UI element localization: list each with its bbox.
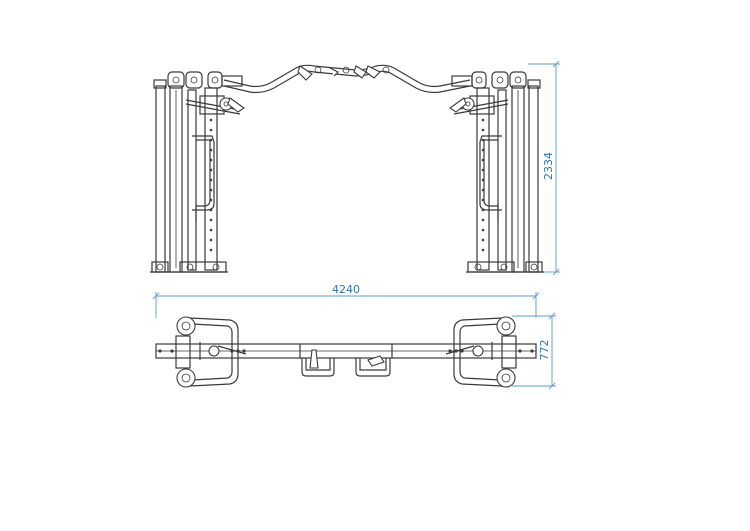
right-outer-rail <box>528 85 539 273</box>
width-dimension: 4240 <box>152 283 540 318</box>
plan-right-handle <box>355 358 391 377</box>
height-dimension: 2334 <box>528 60 560 276</box>
right-main-upright <box>476 87 490 271</box>
width-dimension-label: 4240 <box>332 283 360 296</box>
plan-right-bottom-pulley <box>496 368 516 388</box>
front-elevation: 2334 <box>150 60 560 276</box>
depth-dimension-label: 772 <box>538 340 551 361</box>
left-tower <box>150 71 245 273</box>
left-outer-rail <box>155 85 166 273</box>
depth-dimension: 772 <box>512 312 556 390</box>
right-top-pulley <box>509 71 527 89</box>
plan-right-base <box>445 316 517 388</box>
plan-left-base <box>175 316 247 388</box>
left-main-upright <box>204 87 218 271</box>
right-tower <box>449 71 544 273</box>
plan-left-handle <box>301 358 335 377</box>
plan-right-top-pulley <box>496 316 516 336</box>
height-dimension-label: 2334 <box>542 152 555 180</box>
plan-left-bottom-pulley <box>176 368 196 388</box>
plan-view: 772 <box>155 312 556 390</box>
top-crossbar <box>223 64 471 94</box>
plan-left-top-pulley <box>176 316 196 336</box>
left-top-pulley <box>167 71 185 89</box>
